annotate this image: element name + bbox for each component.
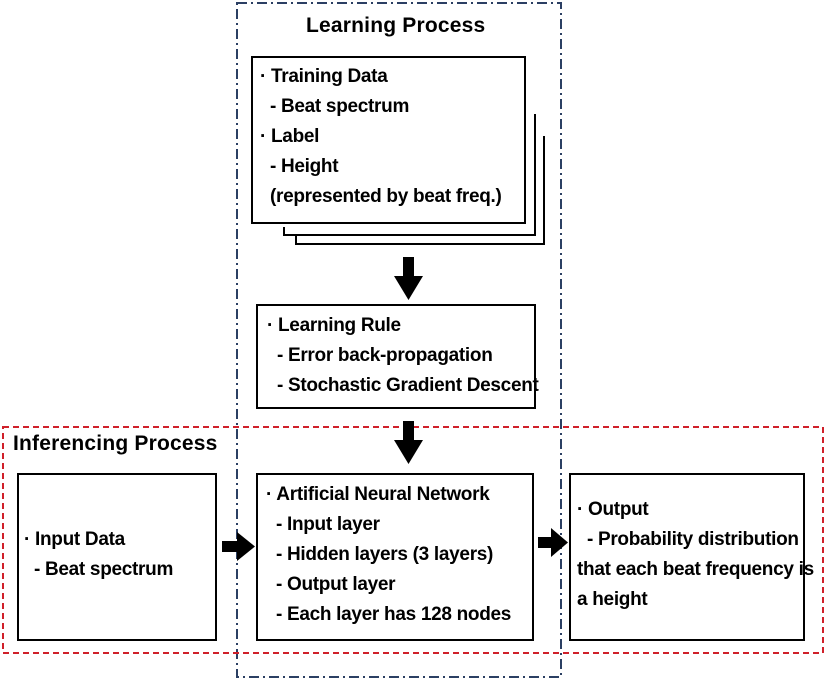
training-data-item: - Beat spectrum	[260, 96, 410, 117]
stack-sheet-back	[295, 136, 545, 245]
ann-item: - Each layer has 128 nodes	[266, 604, 512, 625]
output-heading: · Output	[577, 499, 649, 520]
ann-item: - Hidden layers (3 layers)	[266, 544, 494, 565]
stack-sheet-middle	[283, 114, 536, 236]
learning-process-title: Learning Process	[306, 14, 486, 37]
output-item-continued: a height	[577, 589, 648, 610]
arrow-right-input-to-ann	[222, 532, 255, 561]
output-box: · Output - Probability distribution that…	[569, 473, 814, 641]
input-data-heading: · Input Data	[24, 529, 125, 550]
ann-box: · Artificial Neural Network - Input laye…	[256, 473, 534, 641]
arrow-down-training-to-rule	[394, 257, 423, 300]
learning-process-region	[236, 2, 562, 678]
learning-rule-heading: · Learning Rule	[267, 315, 401, 336]
inferencing-process-title: Inferencing Process	[13, 432, 218, 455]
learning-rule-item: - Stochastic Gradient Descent	[267, 375, 539, 396]
ann-item: - Input layer	[266, 514, 380, 535]
learning-rule-item: - Error back-propagation	[267, 345, 493, 366]
arrow-down-rule-to-ann	[394, 421, 423, 464]
input-data-box: · Input Data - Beat spectrum	[17, 473, 217, 641]
arrow-right-ann-to-output	[538, 528, 568, 557]
output-item-continued: that each beat frequency is	[577, 559, 814, 580]
learning-rule-box: · Learning Rule - Error back-propagation…	[256, 304, 539, 409]
training-data-heading: · Training Data	[260, 66, 388, 87]
training-data-box: · Training Data - Beat spectrum · Label …	[251, 56, 526, 224]
label-heading: · Label	[260, 126, 320, 147]
output-item: - Probability distribution	[577, 529, 799, 550]
ann-item: - Output layer	[266, 574, 396, 595]
ann-heading: · Artificial Neural Network	[266, 484, 490, 505]
label-item: - Height	[260, 156, 339, 177]
label-item-note: (represented by beat freq.)	[260, 186, 502, 207]
input-data-item: - Beat spectrum	[24, 559, 174, 580]
